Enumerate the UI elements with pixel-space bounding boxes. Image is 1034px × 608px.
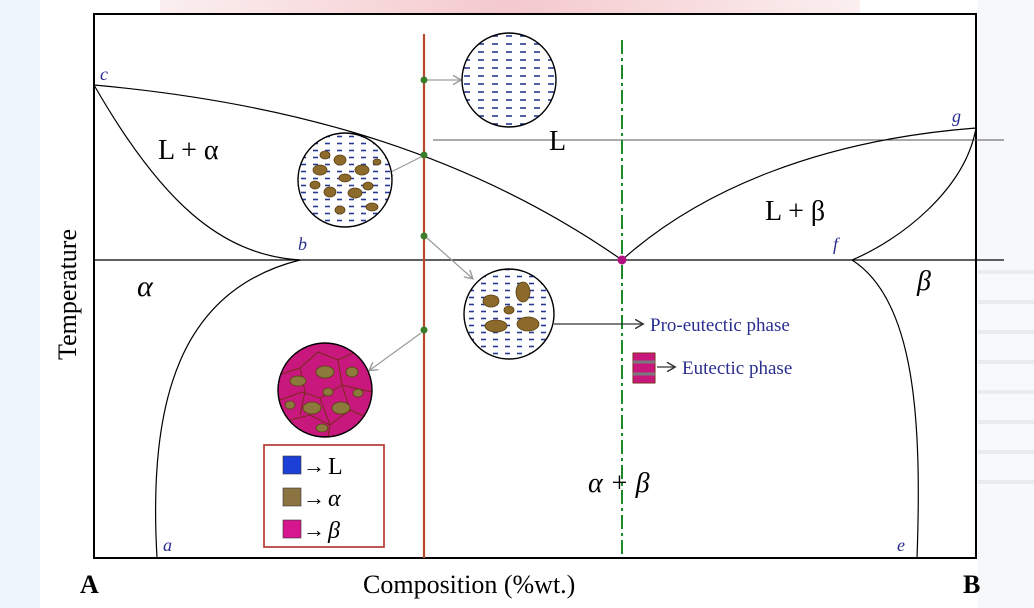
- phase-legend: → → → L α β: [264, 445, 384, 547]
- microstructure-solid: [278, 343, 372, 437]
- y-axis-label: Temperature: [53, 229, 82, 360]
- microstructure-liquid: [462, 33, 556, 127]
- point-label-e: e: [897, 535, 905, 555]
- eutectic-point: [618, 256, 627, 265]
- arrow-to-solid-circle: [370, 333, 421, 370]
- legend-arrow-2: →: [303, 485, 325, 510]
- region-label-l-alpha: L + α: [158, 135, 219, 166]
- arrow-to-eutectic-circle: [427, 238, 472, 278]
- point-label-f: f: [833, 234, 841, 254]
- liquidus-right: [622, 128, 976, 260]
- region-label-l-beta: L + β: [765, 196, 825, 227]
- point-label-a: a: [163, 535, 172, 555]
- point-label-g: g: [952, 106, 961, 126]
- annotation-eutectic: Eutectic phase: [682, 358, 792, 379]
- cooling-point-3: [421, 233, 428, 240]
- region-label-alpha: α: [137, 270, 154, 303]
- solvus-right: [852, 260, 918, 558]
- component-b-label: B: [963, 570, 980, 599]
- region-label-liquid: L: [549, 126, 566, 157]
- cooling-point-4: [421, 327, 428, 334]
- microstructure-liquid-plus-alpha: [298, 133, 392, 227]
- legend-arrow-3: →: [303, 517, 325, 542]
- solidus-right: [852, 128, 976, 260]
- legend-label-alpha: α: [328, 486, 341, 512]
- region-label-alpha-beta: α + β: [588, 468, 650, 499]
- microstructure-pro-eutectic: [464, 269, 554, 359]
- cooling-point-2: [421, 152, 428, 159]
- x-axis-label: Composition (%wt.): [363, 570, 575, 599]
- legend-arrow-1: →: [303, 453, 325, 478]
- legend-swatch-beta: [283, 520, 301, 538]
- component-a-label: A: [80, 570, 99, 599]
- cooling-point-1: [421, 77, 428, 84]
- legend-swatch-alpha: [283, 488, 301, 506]
- legend-label-beta: β: [327, 518, 340, 544]
- legend-label-liquid: L: [328, 454, 343, 480]
- eutectic-phase-swatch: [633, 353, 655, 383]
- legend-swatch-liquid: [283, 456, 301, 474]
- point-label-c: c: [100, 64, 108, 84]
- annotation-pro-eutectic: Pro-eutectic phase: [650, 315, 790, 336]
- point-label-b: b: [298, 234, 307, 254]
- region-label-beta: β: [916, 266, 931, 297]
